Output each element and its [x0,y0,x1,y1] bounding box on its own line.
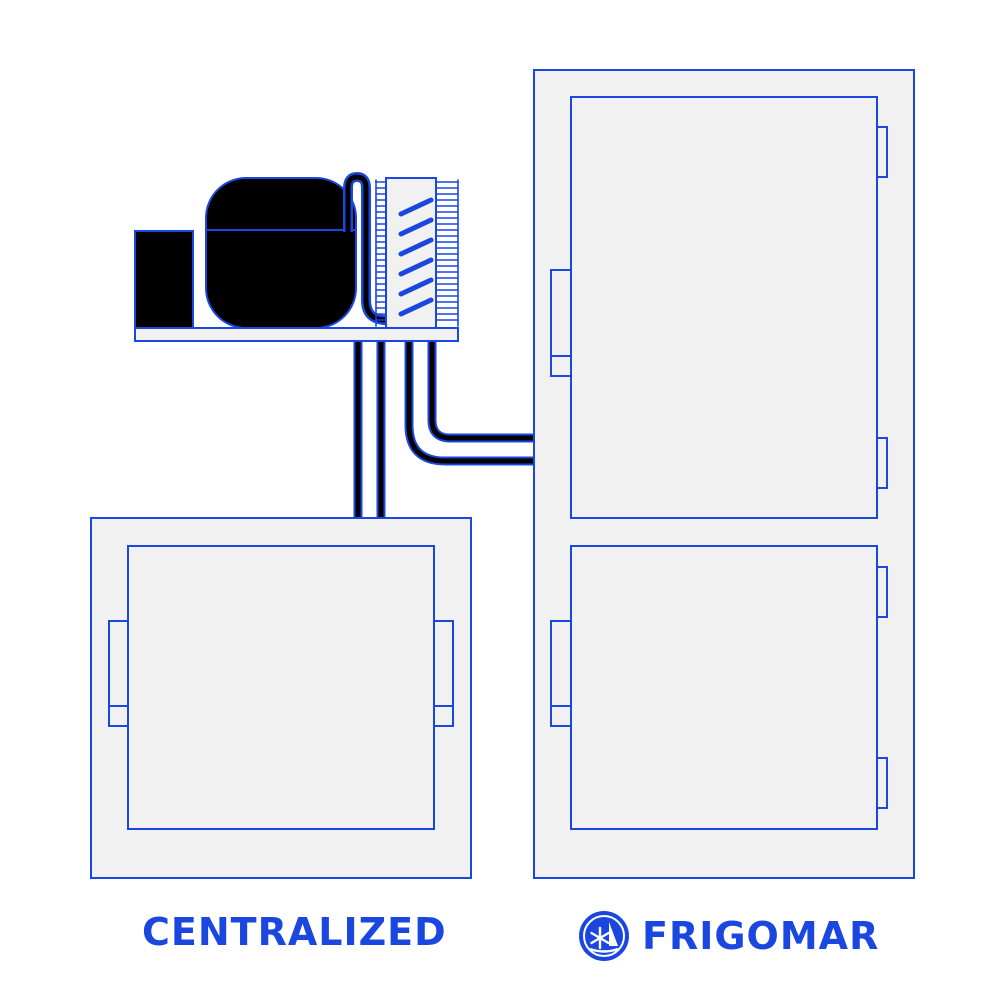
unit-base-plate [134,327,459,342]
lower-door-handle-foot [550,705,572,727]
lower-door-hinge-bottom [876,757,888,809]
small-cabinet [90,517,472,879]
condenser-fins-right [435,179,459,327]
snowflake-sailboat-logo-icon [579,911,629,961]
upper-door-hinge-bottom [876,437,888,489]
tall-cabinet-lower-door [570,545,878,830]
centralized-caption: CENTRALIZED [142,910,447,954]
upper-door-handle-foot [550,355,572,377]
refrigerant-pipes [353,340,536,520]
pipe-to-tall-cabinet [404,340,536,466]
small-cabinet-handle-left [108,620,129,707]
condenser-coil-line [398,197,434,217]
brand-name: FRIGOMAR [642,914,880,958]
upper-door-handle [550,269,572,357]
small-cabinet-door [127,545,435,830]
discharge-tube-core [345,174,387,323]
receiver-box [134,230,194,329]
pipe-to-small-cabinet [353,340,386,520]
condensing-unit [134,171,459,342]
condenser-coil-line [398,237,434,257]
upper-door-hinge-top [876,126,888,178]
condenser-coil-line [398,277,434,297]
brand-lockup: FRIGOMAR [576,908,879,964]
small-cabinet-handle-right-foot [433,705,454,727]
compressor [205,177,357,329]
condenser-fins-left [375,179,387,327]
lower-door-handle [550,620,572,707]
condenser-coil-lines [398,197,434,317]
lower-door-hinge-top [876,566,888,618]
condenser-coil-line [398,217,434,237]
condenser-coil-line [398,257,434,277]
small-cabinet-handle-right [433,620,454,707]
condenser-coil [375,177,459,329]
tall-cabinet [533,69,915,879]
tall-cabinet-upper-door [570,96,878,519]
small-cabinet-handle-left-foot [108,705,129,727]
condenser-coil-line [398,297,434,317]
